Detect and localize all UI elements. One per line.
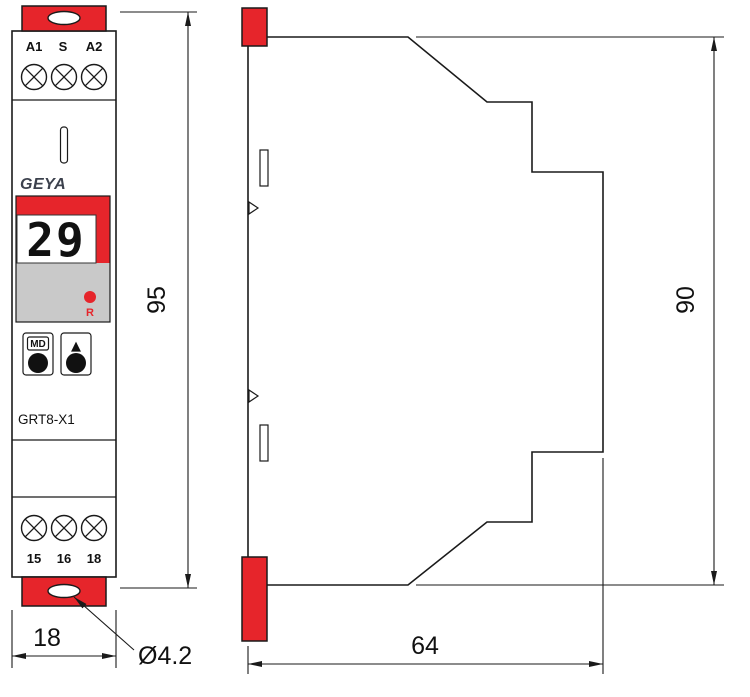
up-button[interactable]: ▲ [60,332,92,376]
mode-button-knob[interactable] [28,353,48,373]
lcd-digits: 29 [26,213,85,267]
side-profile [247,36,604,586]
din-clip-top [241,7,268,47]
dimension-value-side-depth: 64 [411,632,439,660]
screw-slot-line [24,67,44,87]
dimension-value-side-height: 90 [672,286,700,314]
dimension-value-front-width: 18 [33,624,61,652]
screw-slot-line [84,518,104,538]
side-slot-lower [259,424,269,462]
brand-logo: GEYA [20,176,66,193]
indicator-led [84,291,96,303]
indicator-label: R [86,307,94,319]
terminal-label-a2: A2 [86,39,103,54]
center-slot [59,126,69,164]
din-clip-bottom[interactable] [241,556,268,642]
bottom-mounting-hole [47,583,81,599]
dimension-annotations: 95 18 Ø4.2 90 64 [11,11,724,674]
terminal-screw-16 [50,514,78,542]
lcd-screen [16,214,97,264]
terminal-label-s: S [59,39,68,54]
screw-slot-line [54,67,74,87]
screw-slot-line [54,518,74,538]
terminal-screw-18 [80,514,108,542]
display-panel: 29 R [15,195,111,323]
display-lower-panel [16,263,110,322]
rail-notch-lower [248,388,260,404]
side-slot-upper [259,149,269,187]
terminal-screw-15 [20,514,48,542]
top-mounting-hole [47,10,81,26]
dimension-value-front-height: 95 [143,286,171,314]
mode-button-label-box [26,336,50,351]
mode-button[interactable]: MD [22,332,54,376]
leader-arrow [73,596,135,651]
terminal-screw-s [50,63,78,91]
model-label: GRT8-X1 [18,412,75,427]
rail-notch-upper [248,200,260,216]
up-button-knob[interactable] [66,353,86,373]
screw-slot-line [24,518,44,538]
terminal-label-18: 18 [87,551,101,566]
up-arrow-icon: ▲ [71,339,81,354]
side-view [241,7,604,642]
display-panel-frame [15,195,111,323]
terminal-label-15: 15 [27,551,41,566]
screw-slot-line [84,67,104,87]
front-view: A1 S A2 GEYA 29 [11,5,117,607]
terminal-label-a1: A1 [26,39,43,54]
dimension-value-hole-diameter: Ø4.2 [138,642,192,670]
terminal-label-16: 16 [57,551,71,566]
mode-button-label: MD [30,339,46,350]
terminal-screw-a2 [80,63,108,91]
terminal-screw-a1 [20,63,48,91]
